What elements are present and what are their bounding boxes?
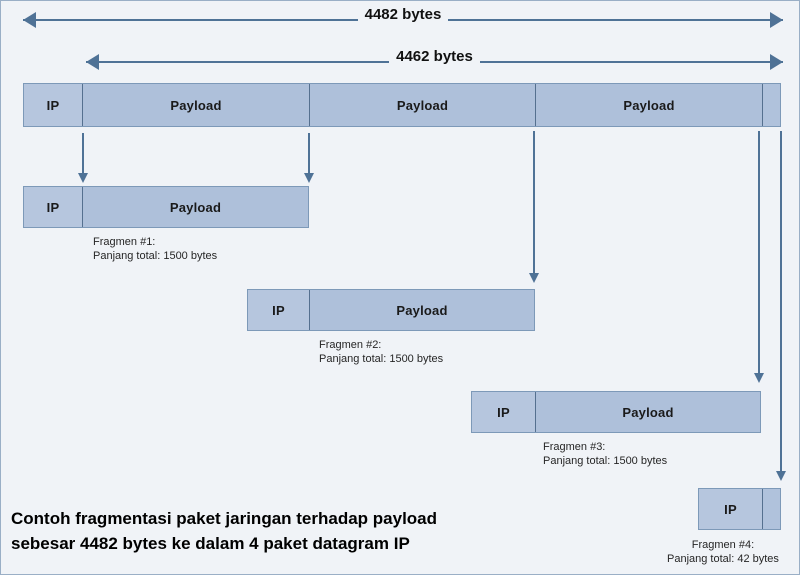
dimension-label-total: 4482 bytes [23,6,783,23]
original-segment-payload-2: Payload [309,84,535,126]
dimension-arrow-payload: 4462 bytes [86,48,783,75]
fragment-1-segment-ip: IP [24,187,82,227]
flow-arrow-payload-split-1 [304,133,315,183]
flow-arrow-head-icon [776,471,786,481]
fragment-3-note: Fragmen #3: Panjang total: 1500 bytes [543,440,667,468]
fragment-2-note-line1: Fragmen #2: [319,339,382,351]
fragment-1-note: Fragmen #1: Panjang total: 1500 bytes [93,235,217,263]
fragment-1-note-line2: Panjang total: 1500 bytes [93,250,218,262]
original-segment-tail [762,84,780,126]
caption-line-1: Contoh fragmentasi paket jaringan terhad… [11,509,438,528]
flow-arrow-line [780,131,782,472]
fragment-3-segment-ip: IP [472,392,535,432]
fragment-4-bar: IP [698,488,781,530]
arrow-head-right-icon [770,54,783,70]
fragment-1-note-line1: Fragmen #1: [93,236,156,248]
fragment-2-segment-payload: Payload [309,290,534,330]
caption-line-2: sebesar 4482 bytes ke dalam 4 paket data… [11,534,410,553]
original-datagram-bar: IP Payload Payload Payload [23,83,781,127]
fragment-1-bar: IP Payload [23,186,309,228]
fragment-3-bar: IP Payload [471,391,761,433]
fragment-2-note-line2: Panjang total: 1500 bytes [319,353,444,365]
dimension-arrow-total: 4482 bytes [23,6,783,33]
flow-arrow-line [533,131,535,274]
fragment-4-note-line2: Panjang total: 42 bytes [667,553,779,565]
flow-arrow-head-icon [304,173,314,183]
fragment-4-segment-tail [762,489,780,529]
flow-arrow-line [758,131,760,374]
arrow-head-left-icon [23,12,36,28]
fragment-2-note: Fragmen #2: Panjang total: 1500 bytes [319,338,443,366]
fragment-2-bar: IP Payload [247,289,535,331]
diagram-caption: Contoh fragmentasi paket jaringan terhad… [11,506,571,556]
fragment-4-note: Fragmen #4: Panjang total: 42 bytes [667,538,779,566]
flow-arrow-line [308,133,310,174]
fragment-4-note-line1: Fragmen #4: [691,539,755,551]
fragment-3-note-line2: Panjang total: 1500 bytes [543,455,668,467]
flow-arrow-head-icon [754,373,764,383]
flow-arrow-to-fragment-4 [776,131,787,481]
arrow-head-left-icon [86,54,99,70]
fragment-3-segment-payload: Payload [535,392,760,432]
flow-arrow-to-fragment-1 [78,133,89,183]
flow-arrow-head-icon [78,173,88,183]
original-segment-ip: IP [24,84,82,126]
original-segment-payload-1: Payload [82,84,309,126]
arrow-head-right-icon [770,12,783,28]
flow-arrow-to-fragment-2 [529,131,540,283]
flow-arrow-head-icon [529,273,539,283]
fragment-3-note-line1: Fragmen #3: [543,441,606,453]
fragment-4-segment-ip: IP [699,489,762,529]
dimension-label-payload: 4462 bytes [86,48,783,65]
flow-arrow-to-fragment-3 [754,131,765,383]
original-segment-payload-3: Payload [535,84,762,126]
fragment-2-segment-ip: IP [248,290,309,330]
flow-arrow-line [82,133,84,174]
fragment-1-segment-payload: Payload [82,187,308,227]
